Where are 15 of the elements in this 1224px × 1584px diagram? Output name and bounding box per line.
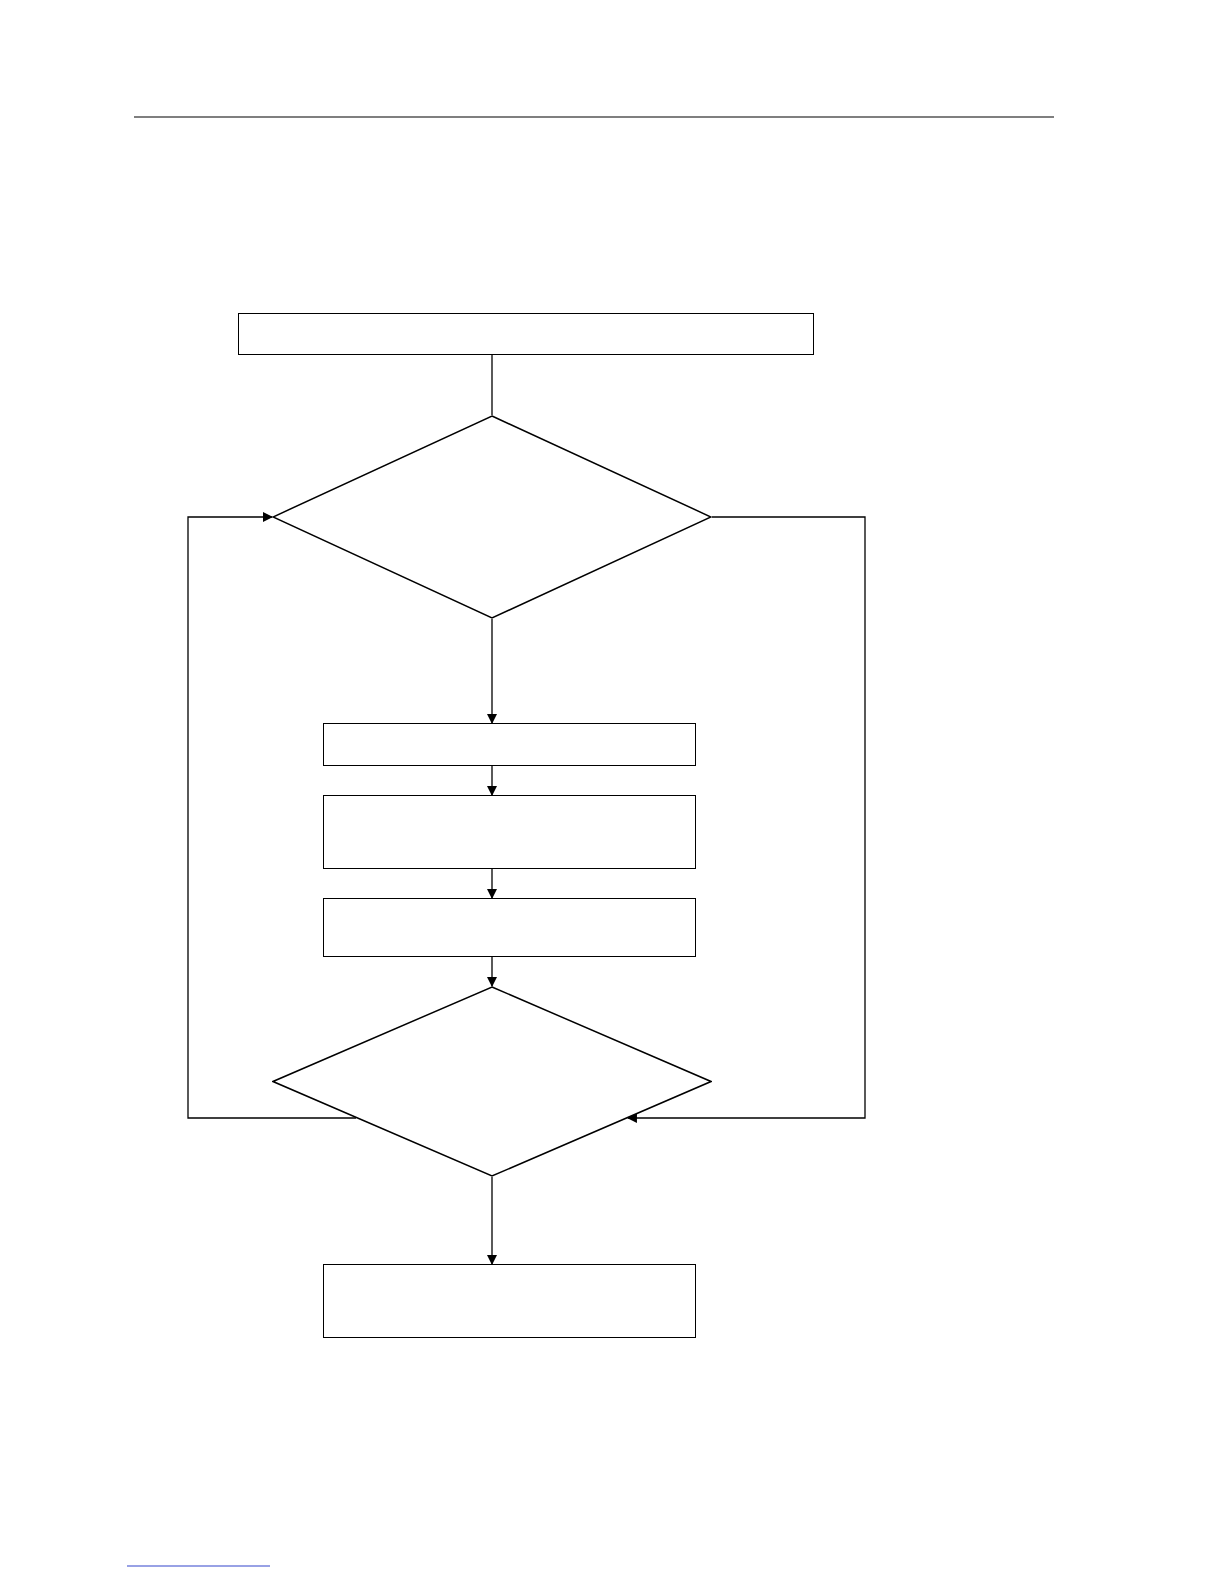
- arrow: [487, 1176, 497, 1265]
- process-box: [323, 723, 696, 766]
- connector-line: [491, 354, 493, 416]
- process-box: [323, 1264, 696, 1338]
- arrow: [487, 765, 497, 796]
- arrow: [187, 512, 357, 1119]
- arrow: [487, 618, 497, 724]
- process-box: [323, 898, 696, 957]
- process-box: [238, 313, 814, 355]
- arrow: [487, 868, 497, 899]
- process-box: [323, 795, 696, 869]
- decision-diamond: [272, 415, 712, 619]
- decision-diamond: [272, 986, 712, 1177]
- arrow: [626, 516, 866, 1123]
- arrow: [487, 956, 497, 987]
